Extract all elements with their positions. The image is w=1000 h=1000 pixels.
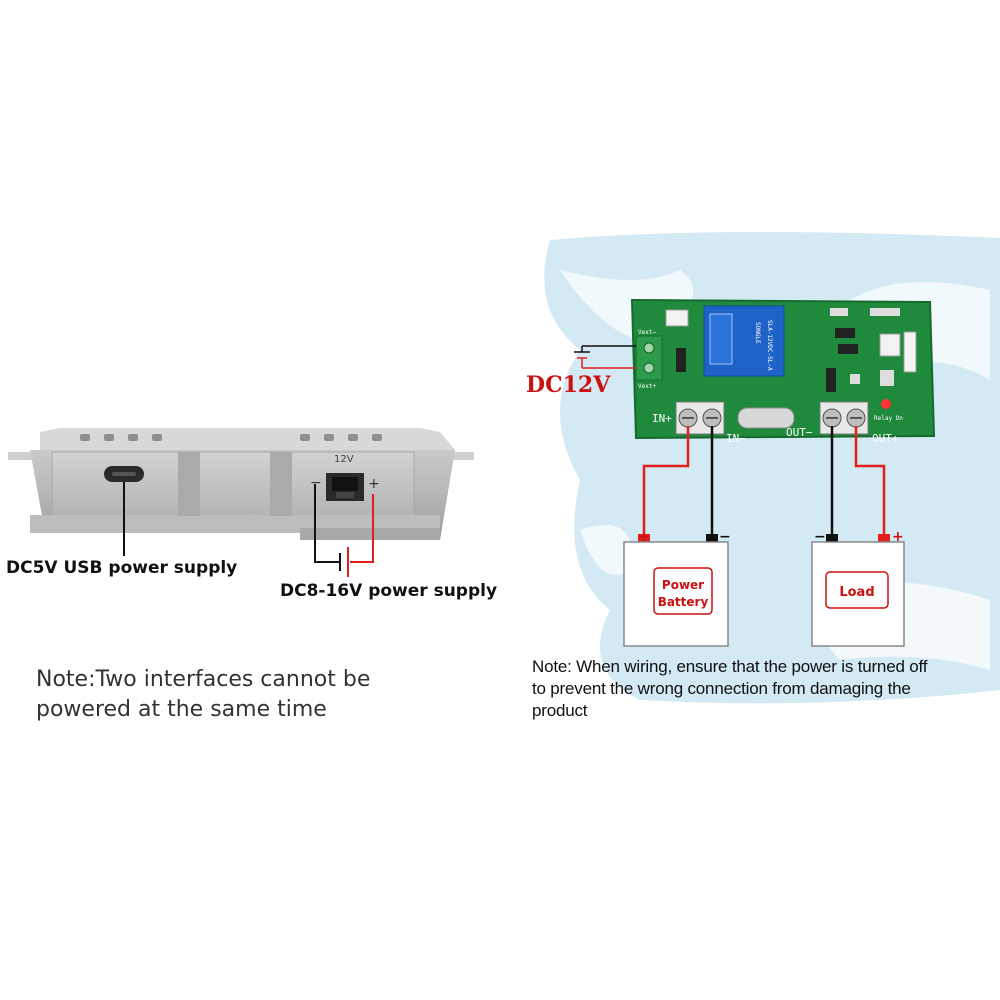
relay-text: SLA-12VDC-SL-A [766,320,773,371]
jumper [676,348,686,372]
relay-brand: SONGLE [754,322,761,344]
usb-power-label: DC5V USB power supply [6,558,238,578]
crystal [737,407,795,429]
divider [270,452,292,516]
vext-plus: Vext+ [638,383,656,390]
red-wire [350,494,374,563]
battery-plus-sign: + [638,529,650,545]
vent-slots [80,434,382,441]
battery-minus-sign: − [719,529,731,545]
load-plus-sign: + [892,529,904,545]
relay-led [881,399,891,409]
in-minus-label: IN− [726,432,746,445]
dc12v-battery-symbol-icon [574,345,636,369]
left-note-line1: Note:Two interfaces cannot be [36,667,371,692]
wire-load-plus [854,426,886,538]
wire-battery-plus [642,426,690,538]
in-plus-label: IN+ [652,412,672,425]
wiring-diagram: SLA-12VDC-SL-A SONGLE Vext− Vext+ Relay … [526,231,1000,704]
minus-sign: − [310,475,322,491]
battery-label-line2: Battery [658,595,709,609]
battery-label-line1: Power [662,578,704,592]
right-note-line2: to prevent the wrong connection from dam… [532,679,911,698]
plus-sign: + [368,476,380,492]
out-minus-label: OUT− [786,426,813,439]
vext-minus: Vext− [638,329,656,336]
load-minus-sign: − [814,529,826,545]
port-label-12v: 12V [334,454,354,465]
right-note-line3: product [532,701,588,720]
jst-connector [665,309,689,327]
screw-terminal-out [819,401,869,435]
relay-on-label: Relay On [874,415,903,422]
load-label: Load [839,585,874,600]
jst-connector-2 [879,333,901,357]
device-illustration: 12V − + [8,428,474,577]
device-top [40,428,455,450]
right-note-line1: Note: When wiring, ensure that the power… [532,657,928,676]
dc-power-label: DC8-16V power supply [280,581,498,601]
black-wire [314,484,340,563]
relay-pcb: SLA-12VDC-SL-A SONGLE Vext− Vext+ Relay … [630,298,936,445]
right-note: Note: When wiring, ensure that the power… [532,656,927,722]
left-note-line2: powered at the same time [36,697,327,722]
out-plus-label: OUT+ [872,432,899,445]
power-battery-box: Power Battery + − [623,529,731,647]
left-note: Note:Two interfaces cannot be powered at… [36,665,370,725]
load-box: Load − + [811,529,905,647]
screw-terminal-icon [675,401,725,435]
dc12v-label: DC12V [526,372,611,398]
divider [178,452,200,516]
battery-symbol-icon [339,547,349,577]
